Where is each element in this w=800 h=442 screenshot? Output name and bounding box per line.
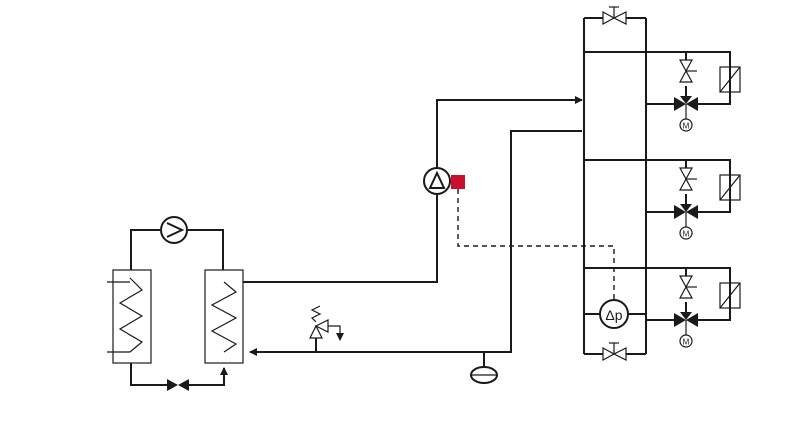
consumer-circuit-1: M — [646, 51, 741, 132]
primary-loop — [107, 216, 244, 391]
balancing-valve-icon — [678, 167, 697, 191]
motorized-valve-icon: M — [674, 312, 698, 348]
supply-line — [243, 96, 583, 283]
distributor-manifold: Δp — [583, 6, 647, 362]
balancing-valve-icon — [678, 59, 697, 83]
return-line — [249, 130, 582, 384]
heat-exchanger-right-icon — [204, 269, 244, 364]
temperature-sensor-icon — [451, 175, 465, 189]
delta-p-label: Δp — [605, 307, 622, 323]
circulation-pump-primary-icon — [160, 216, 188, 244]
signal-line — [457, 189, 615, 300]
radiator-icon — [719, 66, 741, 93]
gate-valve-top-icon — [602, 6, 627, 26]
balancing-valve-icon — [678, 275, 697, 299]
expansion-vessel-icon — [470, 352, 498, 384]
motor-label: M — [683, 122, 690, 131]
motorized-valve-icon: M — [674, 204, 698, 240]
consumer-circuit-3: M — [646, 267, 741, 348]
consumer-circuit-2: M — [646, 159, 741, 240]
radiator-icon — [719, 174, 741, 201]
motor-label: M — [683, 338, 690, 347]
gate-valve-bottom-icon — [602, 342, 627, 362]
circulation-pump-supply-icon — [423, 167, 451, 195]
motor-label: M — [683, 230, 690, 239]
check-valve-icon — [167, 379, 189, 391]
heat-exchanger-left-icon — [107, 269, 152, 364]
motorized-valve-icon: M — [674, 96, 698, 132]
safety-valve-icon — [309, 305, 344, 352]
radiator-icon — [719, 282, 741, 309]
differential-pressure-icon — [599, 299, 629, 329]
